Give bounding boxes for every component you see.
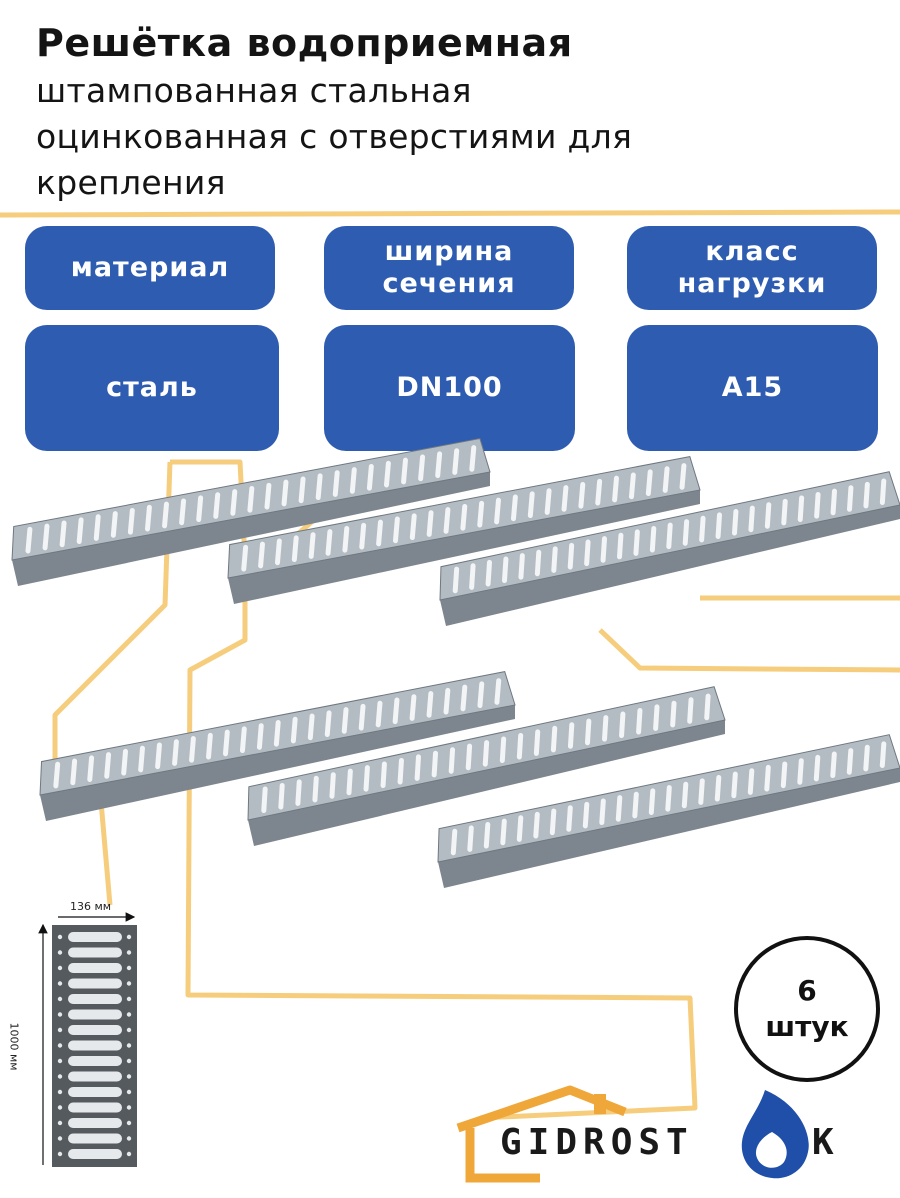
product-title: Решётка водоприемная штампованная стальн… (36, 18, 886, 206)
spec-label-material: материал (70, 252, 230, 283)
spec-card-width-label: ширина сечения (324, 226, 574, 310)
title-line-4: крепления (36, 163, 226, 202)
dimension-width-label: 136 мм (70, 900, 112, 913)
house-outline-icon (456, 1085, 627, 1183)
spec-value-material: сталь (106, 372, 198, 403)
brand-logo-text: GIDROST (500, 1122, 694, 1163)
spec-value-load: A15 (721, 372, 784, 403)
grate-2 (227, 456, 701, 604)
title-line-1: Решётка водоприемная (36, 21, 573, 65)
spec-value-width: DN100 (396, 372, 503, 403)
grate-3 (439, 471, 900, 626)
spec-card-width-value: DN100 (324, 325, 575, 451)
brand-logo-suffix: K (812, 1122, 834, 1163)
spec-card-load-label: класс нагрузки (627, 226, 877, 310)
quantity-number: 6 (797, 974, 817, 1007)
title-line-3: оцинкованная с отверстиями для (36, 117, 633, 156)
spec-card-load-value: A15 (627, 325, 878, 451)
spec-card-material-value: сталь (25, 325, 279, 451)
grate-6 (437, 734, 900, 888)
water-drop-icon (741, 1090, 809, 1179)
spec-label-load: класс нагрузки (677, 236, 827, 299)
quantity-unit: штук (765, 1010, 849, 1043)
grate-top-view-slots (57, 932, 132, 1159)
spec-label-width: ширина сечения (382, 236, 516, 299)
grate-4 (39, 671, 516, 821)
grate-1 (11, 437, 491, 586)
grate-5 (247, 686, 726, 846)
spec-card-material-label: материал (25, 226, 275, 310)
quantity-badge: 6 штук (734, 936, 880, 1082)
title-line-2: штампованная стальная (36, 71, 472, 110)
